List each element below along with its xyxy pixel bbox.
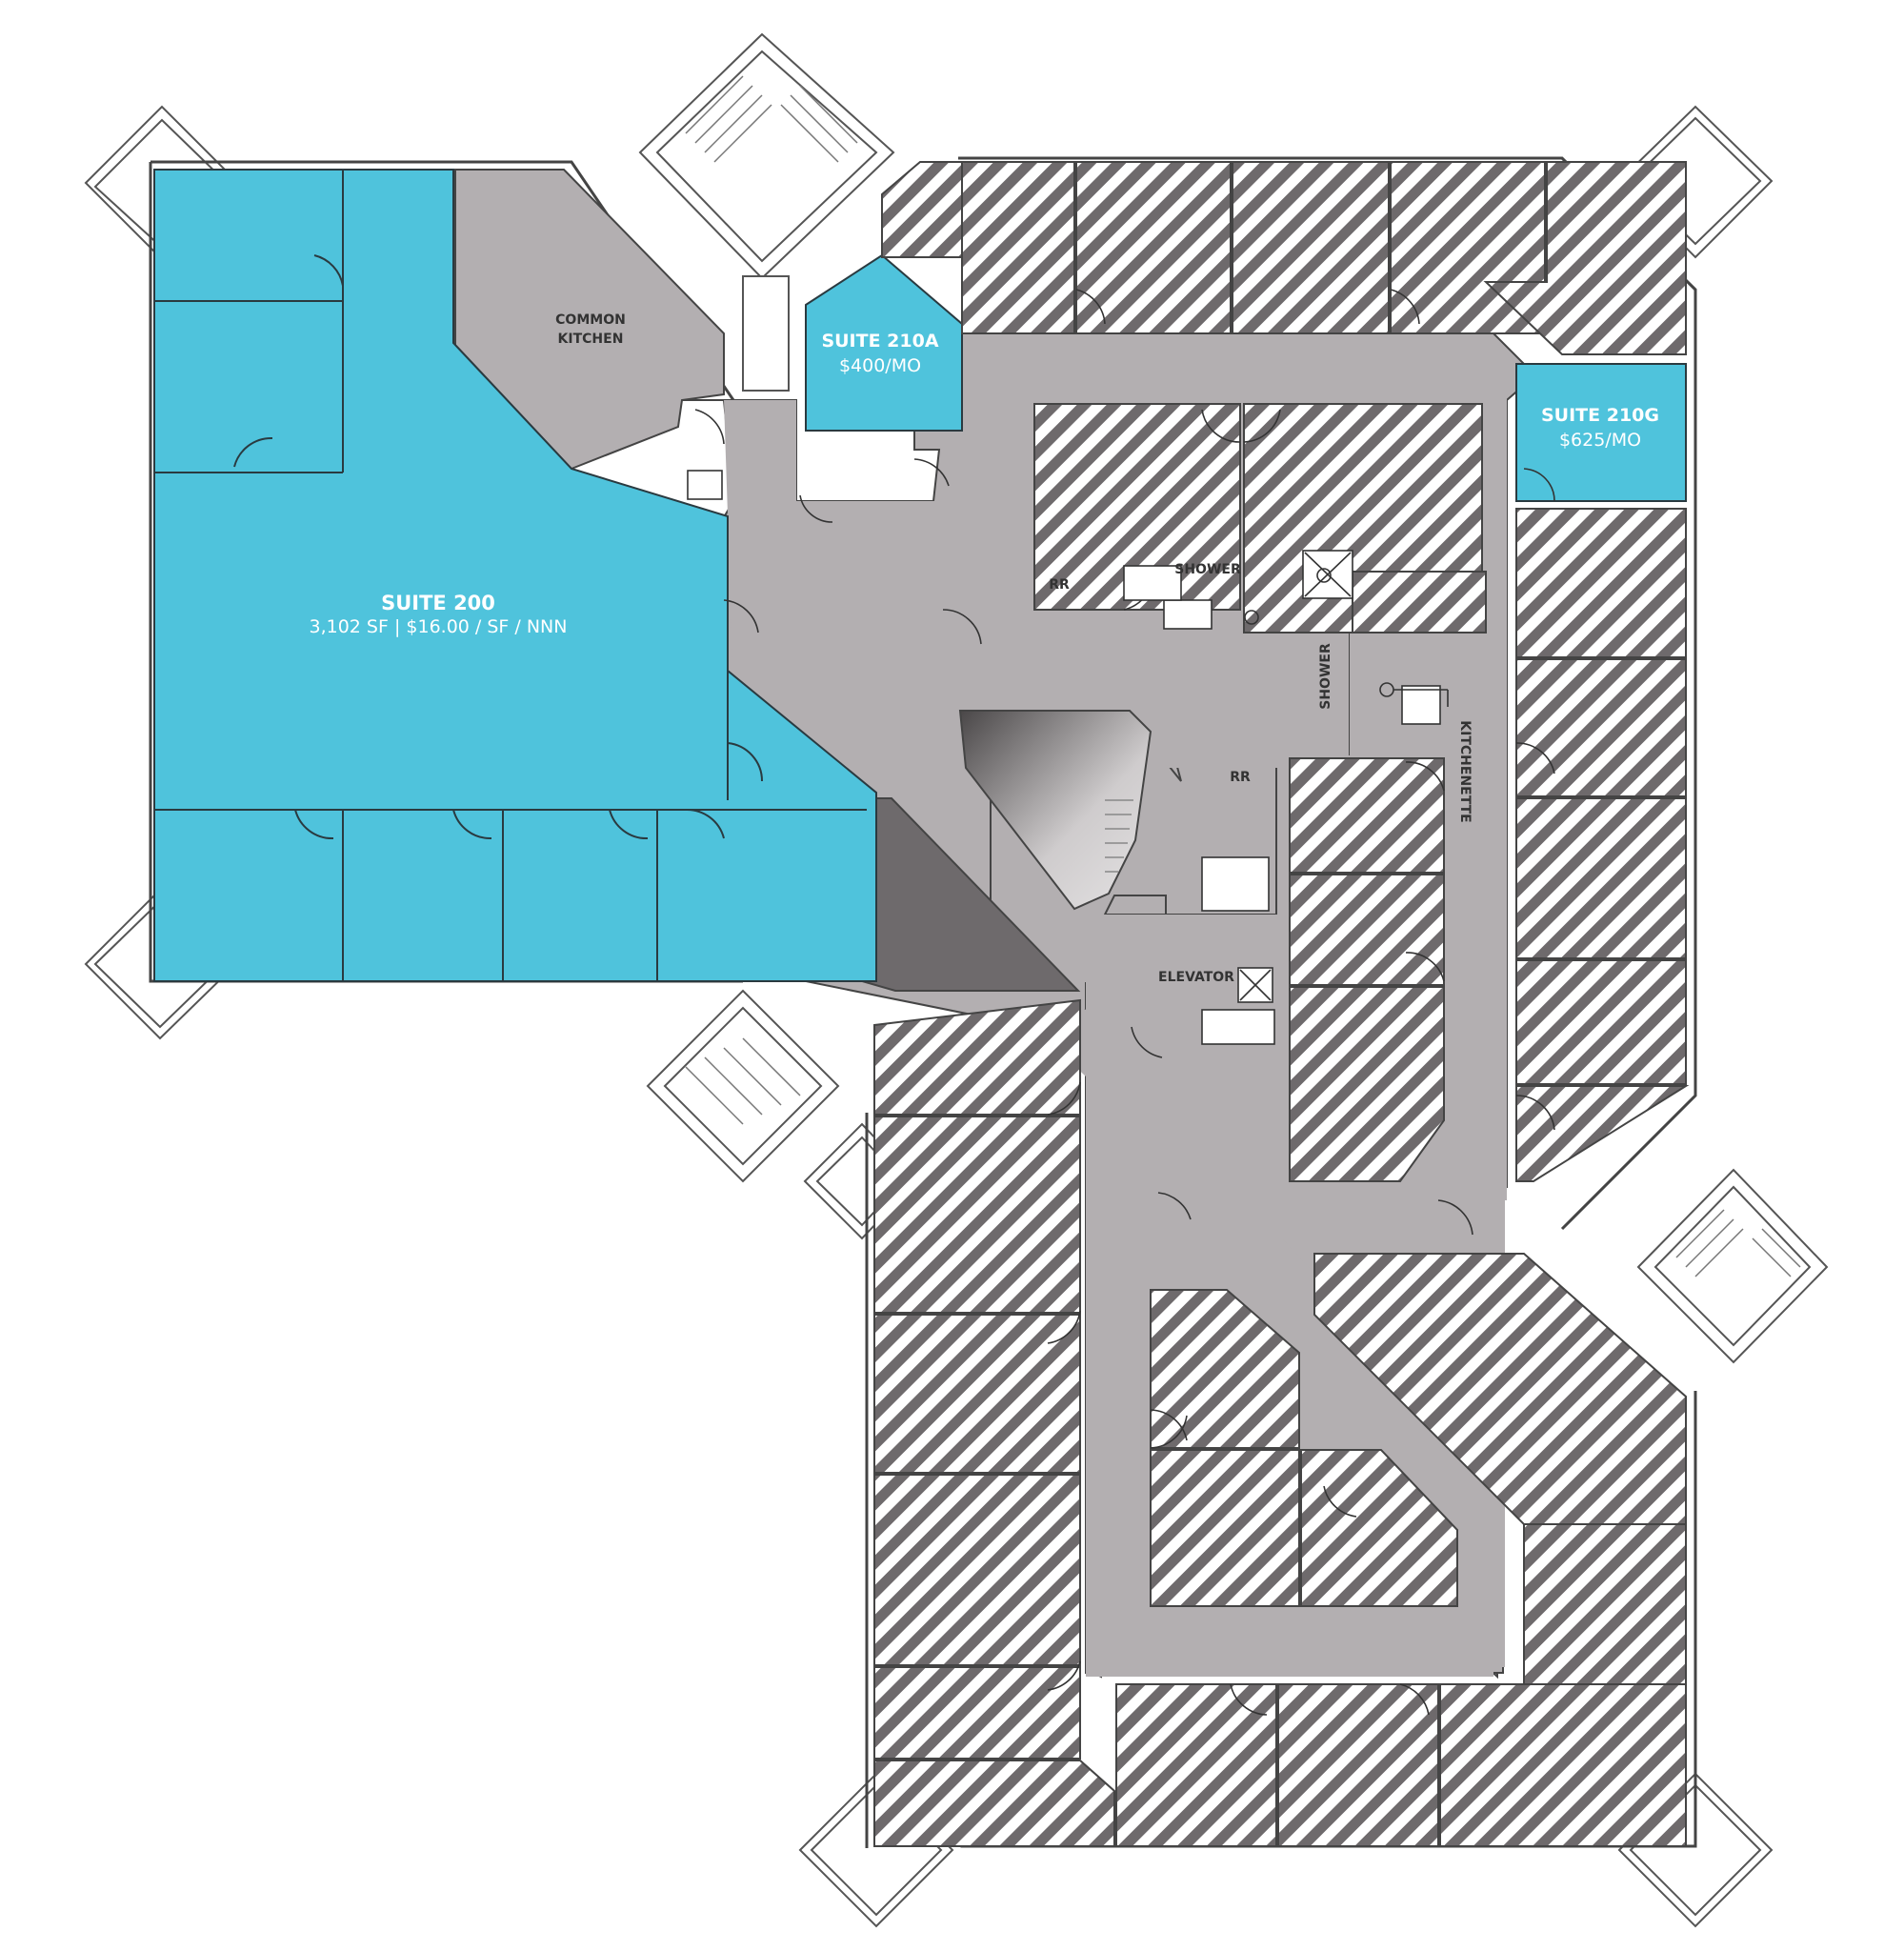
common-kitchen-label-2: KITCHEN bbox=[558, 332, 624, 347]
shower-vertical-label: SHOWER bbox=[1318, 643, 1333, 710]
stair-tower-west bbox=[646, 989, 840, 1183]
suite-200-title: SUITE 200 bbox=[381, 592, 495, 614]
common-kitchen-label-1: COMMON bbox=[555, 312, 626, 328]
rr-upper-label: RR bbox=[1049, 577, 1070, 593]
suite-210g-price: $625/MO bbox=[1559, 430, 1641, 451]
stair-core bbox=[958, 710, 1152, 911]
doors-fixtures bbox=[687, 289, 1555, 1716]
suite-200-detail: 3,102 SF | $16.00 / SF / NNN bbox=[310, 616, 568, 637]
shower-upper-label: SHOWER bbox=[1174, 562, 1241, 577]
stair-tower-north bbox=[638, 32, 895, 392]
kitchenette-label: KITCHENETTE bbox=[1457, 720, 1473, 822]
suite-210g-title: SUITE 210G bbox=[1541, 405, 1659, 426]
elevator-label: ELEVATOR bbox=[1158, 970, 1234, 985]
suite-200-partitions bbox=[154, 170, 867, 981]
rr-lower-label: RR bbox=[1230, 770, 1251, 785]
suite-210g[interactable] bbox=[1515, 363, 1687, 502]
suite-210a-title: SUITE 210A bbox=[821, 331, 938, 352]
suite-210a[interactable] bbox=[805, 253, 963, 432]
suite-200[interactable] bbox=[153, 169, 877, 982]
labels: SUITE 200 3,102 SF | $16.00 / SF / NNN S… bbox=[310, 312, 1659, 985]
stair-tower-east bbox=[1636, 1168, 1829, 1364]
leased-offices bbox=[873, 161, 1690, 1847]
suite-210a-price: $400/MO bbox=[839, 355, 921, 376]
